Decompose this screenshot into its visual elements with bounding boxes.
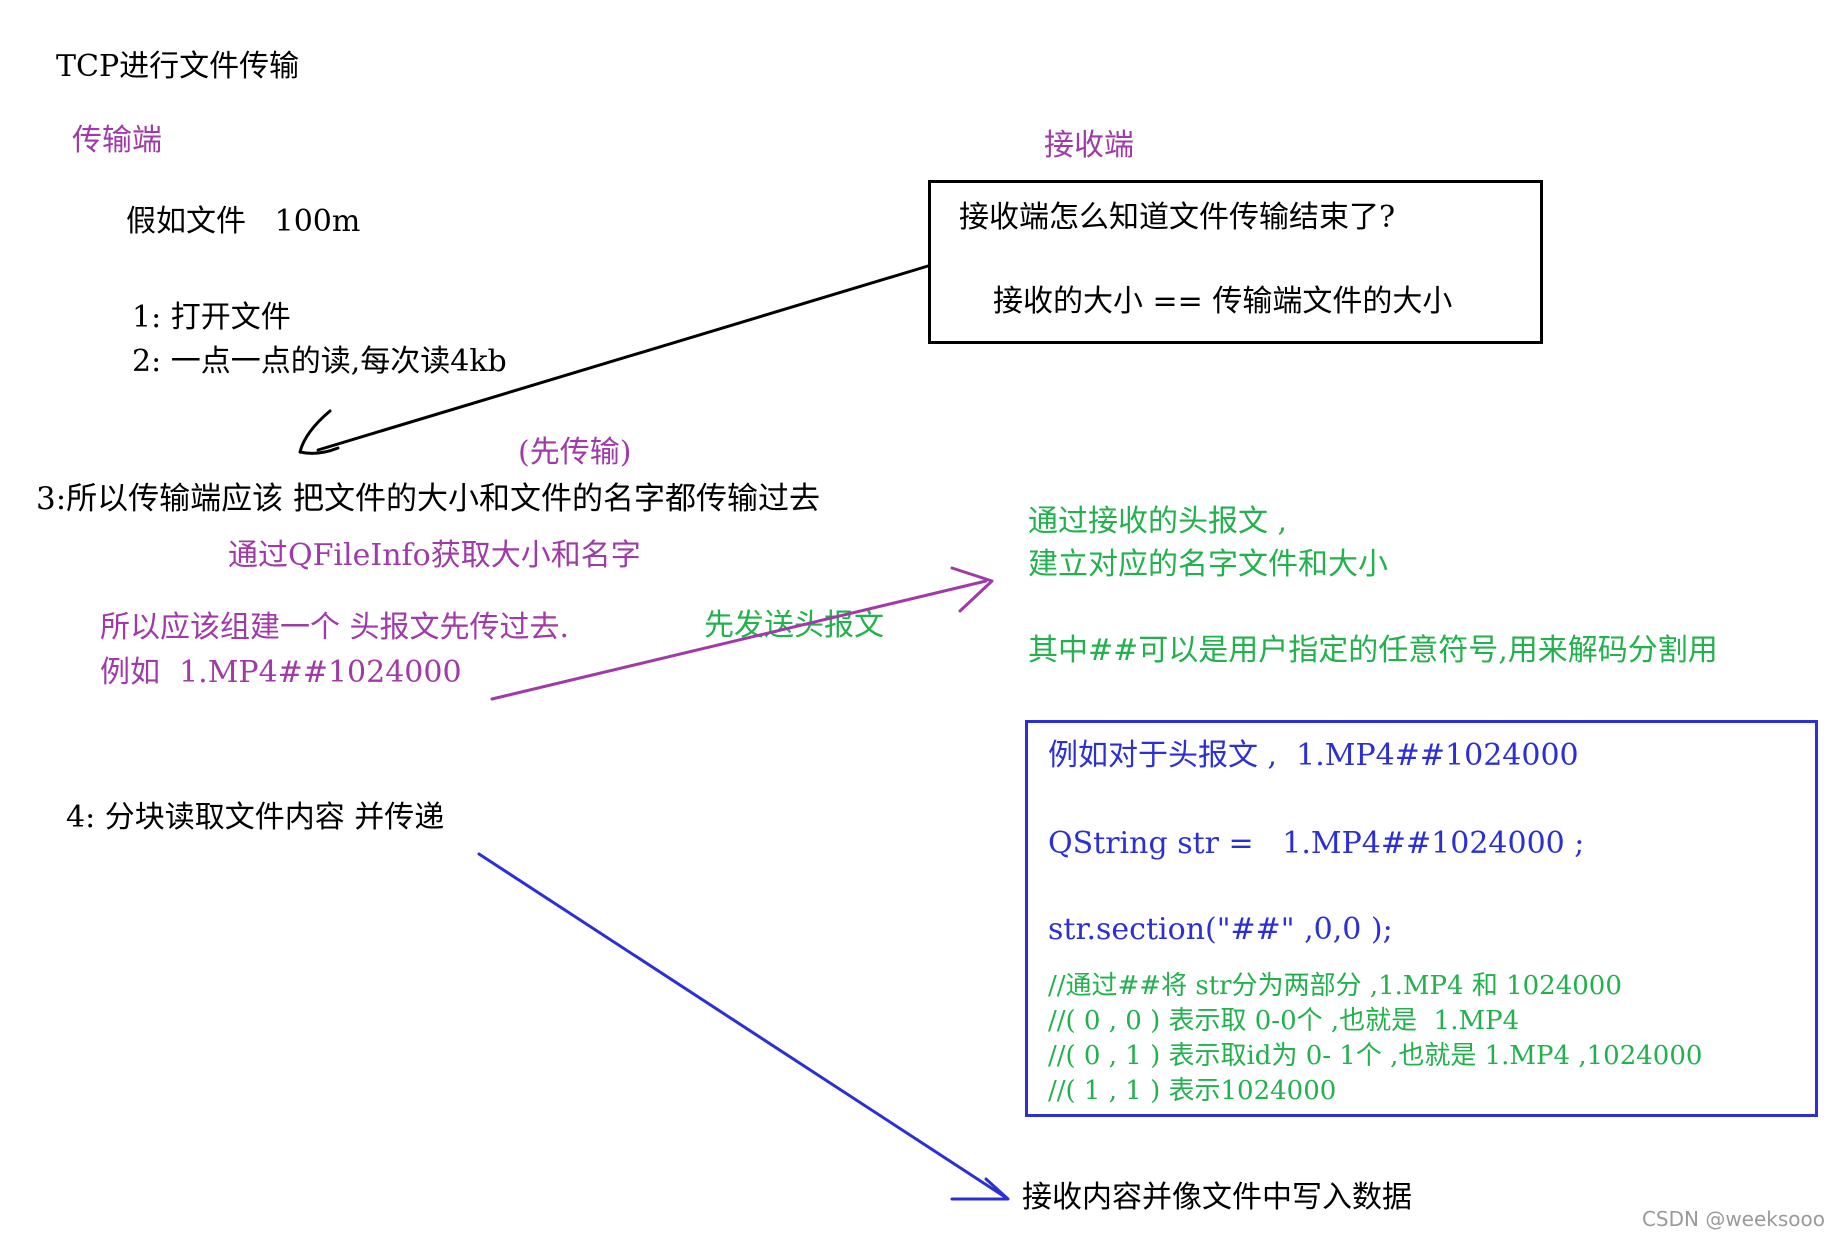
answer-arrow-head	[298, 409, 340, 455]
header-message-note: 所以应该组建一个 头报文先传过去.	[100, 610, 570, 645]
answer-text: 接收的大小 == 传输端文件的大小	[993, 284, 1453, 319]
qfileinfo-note: 通过QFileInfo获取大小和名字	[228, 538, 641, 573]
page-title: TCP进行文件传输	[56, 49, 300, 84]
content-arrow-line	[477, 852, 1007, 1199]
send-first-note: (先传输)	[518, 435, 632, 470]
step-1-text: 1: 打开文件	[132, 300, 291, 335]
separator-note: 其中##可以是用户指定的任意符号,用来解码分割用	[1028, 633, 1718, 668]
build-line-2: 建立对应的名字文件和大小	[1028, 547, 1388, 582]
question-text: 接收端怎么知道文件传输结束了?	[959, 200, 1396, 235]
code-comment-4: //( 1 , 1 ) 表示1024000	[1048, 1076, 1337, 1106]
header-example: 例如 1.MP4##1024000	[100, 655, 462, 690]
step-4-text: 4: 分块读取文件内容 并传递	[66, 800, 445, 835]
step-2-text: 2: 一点一点的读,每次读4kb	[132, 344, 507, 379]
content-arrow-head	[950, 1177, 1010, 1201]
code-line-1: 例如对于头报文 , 1.MP4##1024000	[1048, 738, 1579, 773]
receiver-heading: 接收端	[1044, 128, 1134, 163]
code-comment-2: //( 0 , 0 ) 表示取 0-0个 ,也就是 1.MP4	[1048, 1006, 1520, 1036]
receive-content-text: 接收内容并像文件中写入数据	[1022, 1180, 1412, 1215]
answer-arrow-line	[316, 264, 930, 452]
question-box: 接收端怎么知道文件传输结束了? 接收的大小 == 传输端文件的大小	[928, 180, 1543, 344]
sender-heading: 传输端	[72, 123, 162, 158]
code-line-2: QString str = 1.MP4##1024000 ;	[1048, 826, 1585, 861]
header-arrow-head	[950, 566, 994, 613]
code-comment-3: //( 0 , 1 ) 表示取id为 0- 1个 ,也就是 1.MP4 ,102…	[1048, 1041, 1703, 1071]
step-3-text: 3:所以传输端应该 把文件的大小和文件的名字都传输过去	[36, 481, 821, 517]
watermark: CSDN @weeksooo	[1641, 1207, 1825, 1231]
code-box: 例如对于头报文 , 1.MP4##1024000 QString str = 1…	[1025, 720, 1818, 1117]
assume-file-text: 假如文件 100m	[126, 204, 361, 239]
code-comment-1: //通过##将 str分为两部分 ,1.MP4 和 1024000	[1048, 971, 1622, 1001]
code-line-3: str.section("##" ,0,0 );	[1048, 912, 1393, 947]
header-arrow-line	[490, 579, 988, 701]
build-line-1: 通过接收的头报文 ,	[1028, 504, 1288, 539]
